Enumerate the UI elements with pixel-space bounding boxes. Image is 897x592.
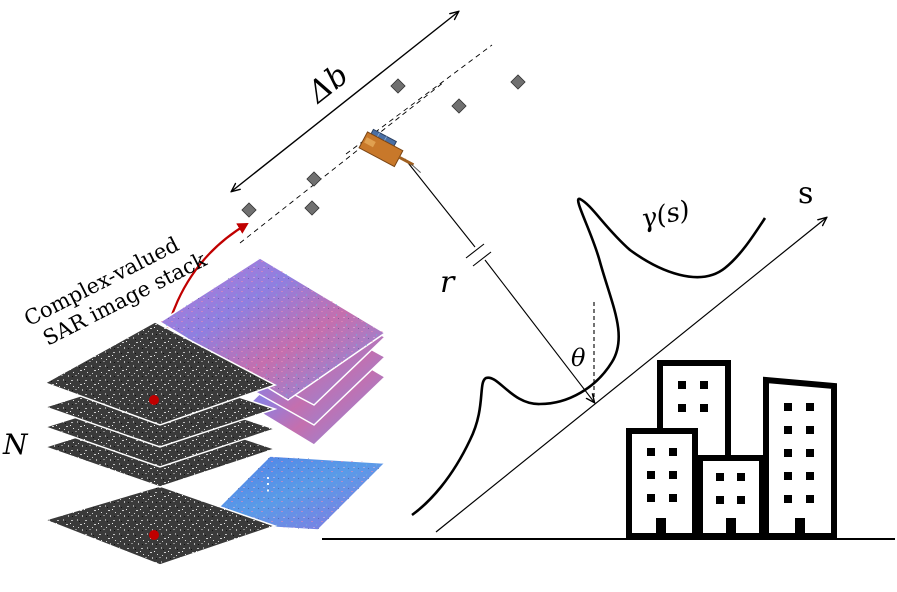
reflectivity-profile-curve bbox=[411, 197, 767, 517]
satellite-icon bbox=[358, 128, 421, 173]
phase-layer-top-texture bbox=[160, 258, 385, 400]
sar-layer-bottom bbox=[42, 485, 278, 566]
range-break-mark-1 bbox=[465, 243, 485, 259]
range-label: r bbox=[440, 265, 456, 300]
range-line bbox=[404, 158, 476, 248]
baseline-label: Δb bbox=[301, 58, 356, 111]
elevation-axis-label: s bbox=[798, 176, 813, 211]
sar-image-stack bbox=[42, 321, 278, 566]
buildings-icon bbox=[626, 360, 837, 539]
acquisition-point bbox=[451, 98, 467, 114]
angle-label: θ bbox=[571, 344, 586, 372]
stack-ellipsis: ⋮ bbox=[259, 474, 277, 495]
stack-count-label: N bbox=[2, 428, 29, 461]
phase-image-stack bbox=[158, 257, 387, 531]
sar-layer-top bbox=[43, 321, 277, 426]
acquisition-points bbox=[241, 74, 526, 218]
range-line-lower bbox=[484, 259, 594, 402]
acquisition-point bbox=[304, 200, 320, 216]
acquisition-point bbox=[241, 202, 257, 218]
acquisition-point bbox=[390, 78, 406, 94]
profile-label: γ(s) bbox=[638, 195, 692, 235]
orbit-line-lower bbox=[239, 81, 445, 244]
building-windows bbox=[647, 381, 814, 533]
pixel-marker-bottom bbox=[149, 530, 159, 540]
phase-layer bbox=[203, 456, 385, 530]
baseline-arrow bbox=[232, 12, 458, 191]
acquisition-point bbox=[306, 171, 322, 187]
elevation-axis bbox=[435, 218, 826, 533]
building-right bbox=[763, 376, 837, 539]
acquisition-point bbox=[510, 74, 526, 90]
pixel-marker-top bbox=[149, 395, 159, 405]
range-break-mark-2 bbox=[472, 251, 492, 267]
